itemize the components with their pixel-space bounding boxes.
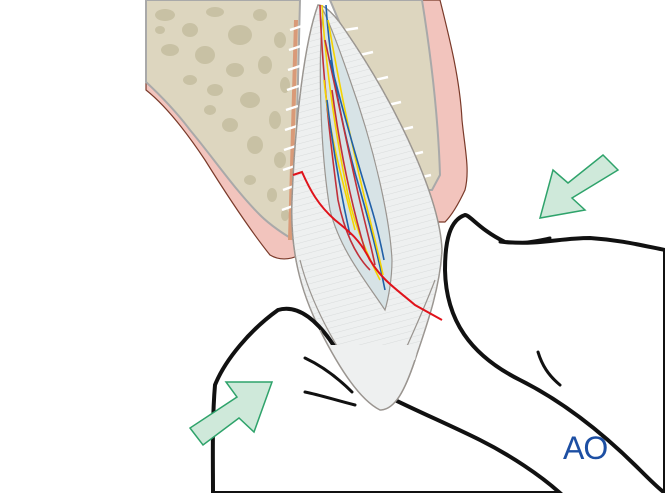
force-arrow-left: [188, 381, 274, 447]
fracture-line: [292, 170, 443, 321]
force-arrow-right: [538, 153, 620, 219]
tooth: [290, 4, 443, 411]
ao-logo: AO: [563, 430, 608, 466]
finger-right: [442, 212, 665, 493]
tooth-crown-tip: [320, 330, 418, 410]
alveolar-bone-left: [145, 0, 302, 242]
